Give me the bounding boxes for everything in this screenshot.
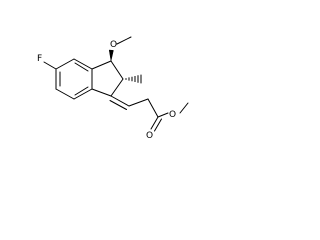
benzene-ring bbox=[55, 58, 93, 100]
atom-label-ester-oxygen: O bbox=[169, 110, 176, 120]
bond-c7-c7a bbox=[73, 88, 93, 100]
bond-ester-o-ch3 bbox=[179, 102, 189, 114]
atom-label-carbonyl-oxygen: O bbox=[146, 131, 153, 141]
bond-c2-c1 bbox=[110, 78, 124, 97]
bond-c5-f bbox=[43, 61, 57, 70]
bond-carbonyl-ester-o bbox=[157, 112, 169, 118]
wedge-bond-c3-o bbox=[108, 49, 114, 62]
bond-c6-c7 bbox=[55, 88, 75, 100]
atom-label-fluorine: F bbox=[37, 54, 42, 64]
bond-c3a-c3 bbox=[91, 60, 112, 70]
bond-c1-c7a bbox=[91, 88, 112, 97]
atom-label-methoxy-oxygen: O bbox=[110, 40, 117, 50]
bond-ch2-carbonyl bbox=[147, 98, 159, 118]
hash-bond-c2-ch3 bbox=[125, 74, 142, 84]
bond-o-ch3 bbox=[116, 36, 132, 45]
bond-carbonyl-o bbox=[150, 116, 159, 130]
molecule-structure: F O O O bbox=[37, 36, 189, 141]
bond-c1-exo bbox=[110, 95, 130, 107]
bond-c7-c7a-inner bbox=[74, 86, 89, 96]
bond-carbonyl-o-double bbox=[154, 118, 162, 132]
bond-c3-c2 bbox=[110, 60, 124, 80]
bond-c1-exo-double bbox=[109, 100, 127, 110]
cyclopentene-ring bbox=[91, 60, 124, 97]
bond-c3a-c4-inner bbox=[74, 62, 89, 72]
bond-ch-ch2 bbox=[128, 98, 149, 107]
bond-c4-c5 bbox=[55, 58, 75, 70]
bond-c3a-c4 bbox=[73, 58, 93, 70]
